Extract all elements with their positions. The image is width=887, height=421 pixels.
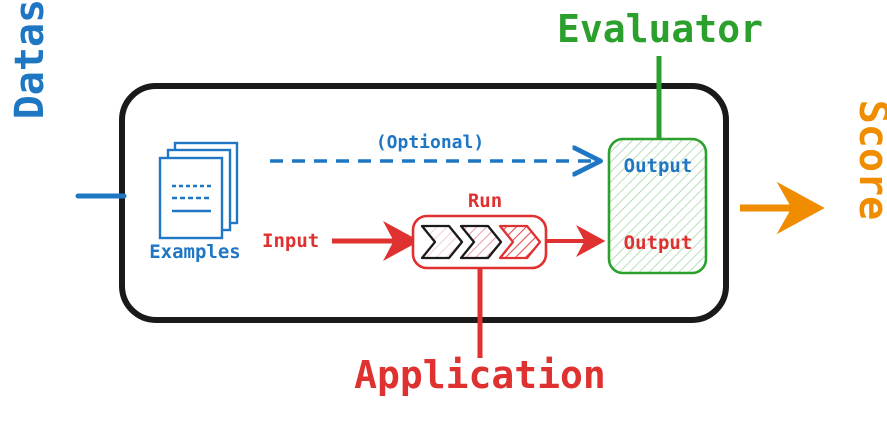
run-chevron-2 xyxy=(459,224,503,260)
run-chevron-3 xyxy=(498,224,542,260)
output-top-label: Output xyxy=(623,155,693,177)
score-label: Score xyxy=(850,99,887,221)
examples-label: Examples xyxy=(149,241,241,263)
output-bottom-label: Output xyxy=(623,232,693,254)
run-chevron-1 xyxy=(420,224,464,260)
application-label: Application xyxy=(354,353,606,397)
run-label: Run xyxy=(467,190,503,212)
evaluator-box-rect xyxy=(607,137,708,275)
dataset-label: Dataset xyxy=(7,0,53,120)
system-boundary-rect xyxy=(119,83,729,323)
optional-label: (Optional) xyxy=(375,132,485,153)
input-label: Input xyxy=(262,230,320,252)
evaluator-label: Evaluator xyxy=(557,7,763,51)
examples-stack-icon xyxy=(158,141,239,240)
